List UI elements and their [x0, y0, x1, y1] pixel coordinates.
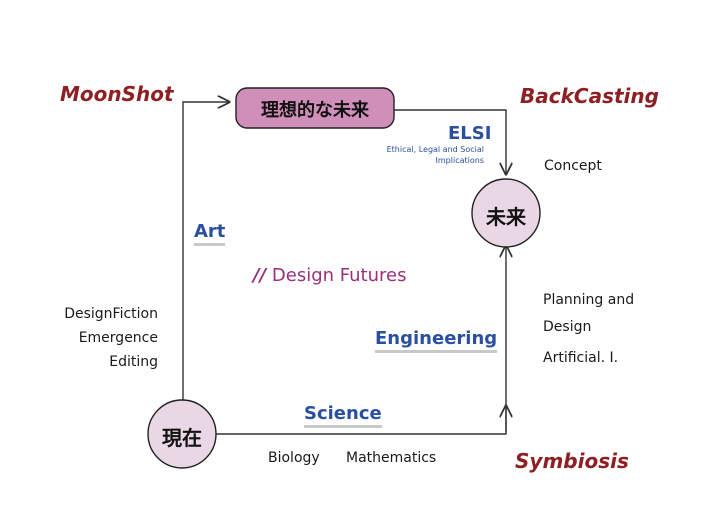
left-item-editing: Editing: [109, 354, 158, 370]
elsi-description: Ethical, Legal and Social Implications: [360, 144, 484, 166]
bottom-item-mathematics: Mathematics: [346, 450, 437, 466]
arrow-present-to-ideal: [182, 102, 229, 402]
arrow-ideal-to-future: [392, 109, 506, 174]
right-item-ai: Artificial. I.: [543, 350, 619, 366]
edge-label-art: Art: [194, 221, 226, 246]
node-future-label: 未来: [486, 205, 526, 229]
elsi-description-line1: Ethical, Legal and Social: [386, 145, 484, 154]
corner-label-moonshot: MoonShot: [60, 82, 174, 106]
edge-label-engineering: Engineering: [375, 328, 498, 353]
corner-label-symbiosis: Symbiosis: [515, 449, 629, 473]
node-ideal-future: [235, 87, 395, 129]
design-futures-title: // Design Futures: [253, 265, 406, 286]
node-present: [147, 399, 217, 469]
node-future: [471, 178, 541, 248]
arrow-present-to-future: [214, 246, 506, 435]
left-side-list: DesignFiction Emergence Editing: [40, 302, 158, 374]
edge-label-science: Science: [304, 403, 382, 428]
right-item-planning-line2: Design: [543, 319, 592, 335]
corner-label-backcasting: BackCasting: [520, 84, 659, 108]
elsi-description-line2: Implications: [435, 156, 484, 165]
left-item-designfiction: DesignFiction: [64, 306, 158, 322]
right-item-planning-line1: Planning and: [543, 292, 635, 308]
node-ideal-future-label: 理想的な未来: [261, 100, 369, 121]
concept-label: Concept: [544, 158, 602, 174]
design-futures-text: Design Futures: [271, 265, 407, 286]
design-futures-mark: //: [253, 265, 267, 286]
bottom-item-biology: Biology: [268, 450, 320, 466]
left-item-emergence: Emergence: [78, 330, 158, 346]
node-present-label: 現在: [162, 426, 202, 450]
elsi-title: ELSI: [448, 123, 492, 144]
